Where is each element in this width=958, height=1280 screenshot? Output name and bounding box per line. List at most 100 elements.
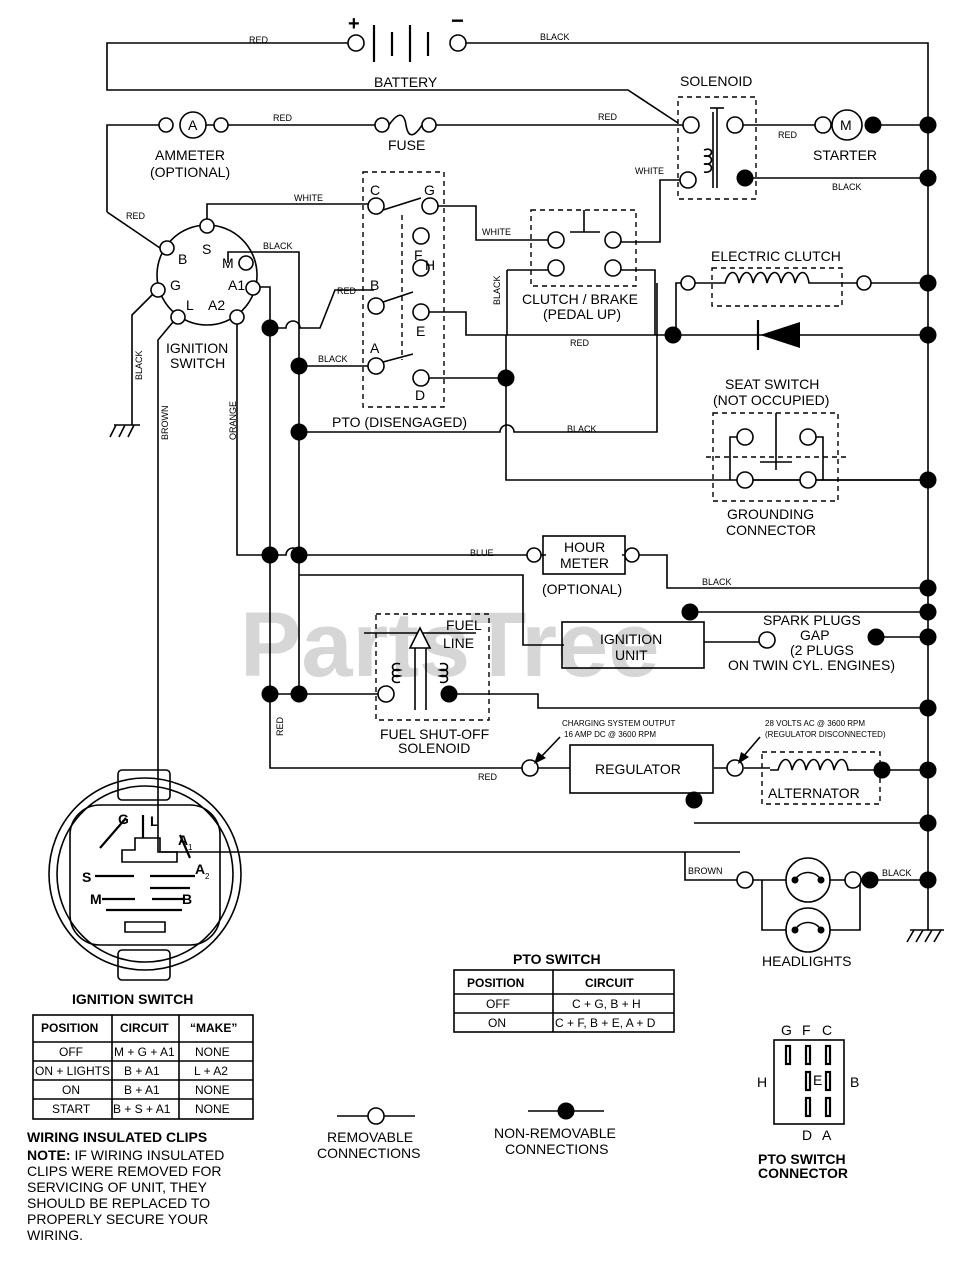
wire-label-orange-vertical: ORANGE	[228, 401, 238, 440]
fuel-line-label-2: LINE	[443, 635, 474, 651]
charging-output-label-1: CHARGING SYSTEM OUTPUT	[562, 719, 675, 728]
wire-label-blue: BLUE	[470, 548, 494, 558]
ign-table-cell: M + G + A1	[114, 1045, 175, 1059]
grounding-connector-label-1: GROUNDING	[727, 506, 814, 522]
connection-legend: REMOVABLE CONNECTIONS NON-REMOVABLE CONN…	[317, 1102, 616, 1161]
pto-conn-d: D	[802, 1127, 812, 1143]
ign-table-cell: L + A2	[194, 1064, 228, 1078]
pto-terminal-h: H	[425, 257, 435, 273]
ammeter-label: AMMETER	[155, 147, 225, 163]
pto-table-cell: C + G, B + H	[572, 997, 641, 1011]
ignition-unit: IGNITION UNIT	[561, 621, 705, 669]
headlights-label: HEADLIGHTS	[762, 953, 851, 969]
fuse-label: FUSE	[388, 137, 425, 153]
wire-label-white: WHITE	[482, 227, 511, 237]
note-line-1-text: IF WIRING INSULATED	[71, 1147, 225, 1163]
pto-conn-e: E	[813, 1072, 822, 1088]
wire-label-black-vertical: BLACK	[492, 275, 502, 305]
grounding-connector-label-2: CONNECTOR	[726, 522, 816, 538]
ign-terminal-m: M	[222, 255, 234, 271]
spark-plugs-label-1: SPARK PLUGS	[763, 612, 861, 628]
wire-label-black: BLACK	[702, 577, 732, 587]
legend-nonremovable-2: CONNECTIONS	[505, 1141, 608, 1157]
conn-label-m: M	[90, 891, 102, 907]
ign-table-cell: B + A1	[124, 1083, 160, 1097]
pto-conn-f: F	[802, 1022, 811, 1038]
battery-label: BATTERY	[374, 74, 438, 90]
charging-output-label-2: 16 AMP DC @ 3600 RPM	[564, 730, 656, 739]
note-line-4: SHOULD BE REPLACED TO	[27, 1195, 210, 1211]
note-label: NOTE:	[27, 1147, 71, 1163]
wire-label-red: RED	[478, 772, 498, 782]
fuse: FUSE	[374, 114, 437, 153]
ignition-table-title: IGNITION SWITCH	[72, 991, 193, 1007]
spark-plugs-label-4: ON TWIN CYL. ENGINES)	[728, 657, 895, 673]
spark-plugs: SPARK PLUGS GAP (2 PLUGS ON TWIN CYL. EN…	[728, 612, 895, 673]
pto-switch-table: PTO SWITCH POSITION CIRCUIT OFF C + G, B…	[453, 951, 675, 1033]
ign-terminal-a2: A2	[208, 297, 225, 313]
wire-label-black: BLACK	[567, 424, 597, 434]
ign-terminal-l: L	[186, 297, 194, 313]
pto-connector-title-2: CONNECTOR	[758, 1165, 848, 1181]
wires	[106, 42, 930, 931]
pto-terminal-a: A	[370, 340, 380, 356]
pto-terminal-d: D	[415, 387, 425, 403]
ign-table-header: POSITION	[41, 1021, 98, 1035]
clutch-brake-label-2: (PEDAL UP)	[543, 306, 621, 322]
starter-symbol: M	[840, 117, 852, 133]
note-line-2: CLIPS WERE REMOVED FOR	[27, 1163, 221, 1179]
legend-removable-2: CONNECTIONS	[317, 1145, 420, 1161]
conn-label-l: L	[150, 813, 159, 829]
wire-label-black: BLACK	[882, 868, 912, 878]
wire-label-black: BLACK	[832, 182, 862, 192]
clutch-brake-switch: CLUTCH / BRAKE (PEDAL UP)	[522, 209, 638, 322]
ignition-unit-label-1: IGNITION	[600, 631, 662, 647]
ignition-unit-label-2: UNIT	[615, 647, 648, 663]
ammeter: A AMMETER (OPTIONAL)	[150, 111, 230, 180]
pto-terminal-g: G	[424, 182, 435, 198]
pto-table-header: CIRCUIT	[585, 976, 634, 990]
fuel-line-label-1: FUEL	[446, 617, 482, 633]
ign-table-cell: B + S + A1	[113, 1102, 171, 1116]
battery: + − BATTERY	[347, 8, 467, 90]
wire-labels: RED BLACK RED RED RED WHITE BLACK RED WH…	[126, 32, 912, 878]
ign-table-cell: NONE	[195, 1083, 230, 1097]
note-line-1: NOTE: IF WIRING INSULATED	[27, 1147, 224, 1163]
pto-table-header: POSITION	[467, 976, 524, 990]
seat-switch-label-1: SEAT SWITCH	[725, 376, 819, 392]
battery-plus-sign: +	[348, 13, 360, 35]
electric-clutch: ELECTRIC CLUTCH	[680, 248, 872, 307]
wire-label-black-vertical: BLACK	[134, 350, 144, 380]
conn-label-a2-sub: 2	[205, 872, 210, 881]
starter: M STARTER	[813, 109, 882, 163]
spark-plugs-label-3: (2 PLUGS	[790, 642, 854, 658]
ign-table-header: “MAKE”	[190, 1021, 237, 1035]
pto-table-cell: OFF	[486, 997, 510, 1011]
pto-disengaged-label: PTO (DISENGAGED)	[332, 414, 467, 430]
hour-meter: HOUR METER (OPTIONAL)	[526, 535, 640, 597]
wire-label-brown-vertical: BROWN	[160, 406, 170, 441]
ignition-switch-connector: G L A 1 S A 2 M B	[48, 769, 242, 981]
pto-table-cell: ON	[488, 1016, 506, 1030]
hour-meter-label-2: METER	[560, 555, 609, 571]
ground-symbol-right	[906, 929, 944, 943]
battery-minus-sign: −	[451, 8, 464, 33]
ign-table-cell: NONE	[195, 1045, 230, 1059]
wire-label-red: RED	[337, 286, 357, 296]
pto-switch: C G F H B E A D PTO (DISENGAGED)	[332, 171, 467, 430]
starter-label: STARTER	[813, 147, 877, 163]
wire-label-red: RED	[249, 35, 269, 45]
ign-table-cell: START	[52, 1102, 91, 1116]
fuel-solenoid-label-2: SOLENOID	[398, 740, 470, 756]
pto-table-cell: C + F, B + E, A + D	[555, 1016, 656, 1030]
alternator-volts-label-1: 28 VOLTS AC @ 3600 RPM	[765, 719, 865, 728]
ignition-switch-table: IGNITION SWITCH POSITION CIRCUIT “MAKE” …	[32, 991, 254, 1120]
electric-clutch-label: ELECTRIC CLUTCH	[711, 248, 841, 264]
ammeter-optional-label: (OPTIONAL)	[150, 164, 230, 180]
seat-switch: SEAT SWITCH (NOT OCCUPIED) GROUNDING CON…	[706, 376, 846, 538]
pto-conn-g: G	[781, 1022, 792, 1038]
regulator-label: REGULATOR	[595, 761, 681, 777]
wire-label-black: BLACK	[263, 241, 293, 251]
